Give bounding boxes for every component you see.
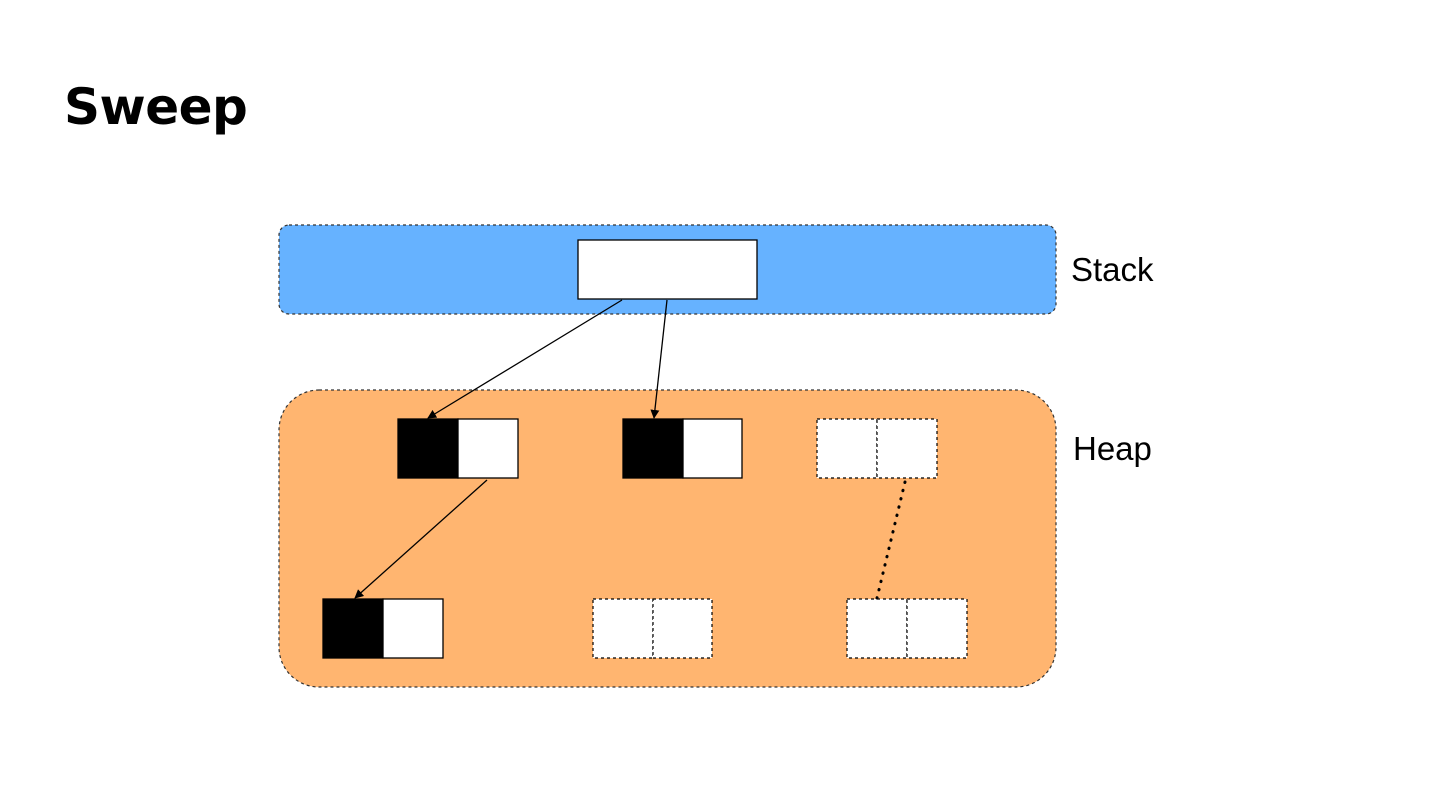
page-title: Sweep — [64, 78, 248, 136]
heap-object-swept — [816, 418, 938, 479]
heap-object-swept — [846, 598, 968, 659]
reference-arrow — [427, 299, 623, 419]
heap-object-live — [397, 418, 519, 479]
heap-label: Heap — [1073, 430, 1152, 467]
heap-object-swept — [592, 598, 713, 659]
stack-root-reference — [577, 239, 758, 300]
reference-arrow — [650, 299, 668, 419]
stack-region — [278, 224, 1057, 315]
stack-label: Stack — [1071, 251, 1154, 288]
heap-object-live — [622, 418, 743, 479]
dead-reference-dotted — [875, 480, 907, 600]
heap-object-live — [322, 598, 444, 659]
reference-arrow — [354, 479, 488, 599]
